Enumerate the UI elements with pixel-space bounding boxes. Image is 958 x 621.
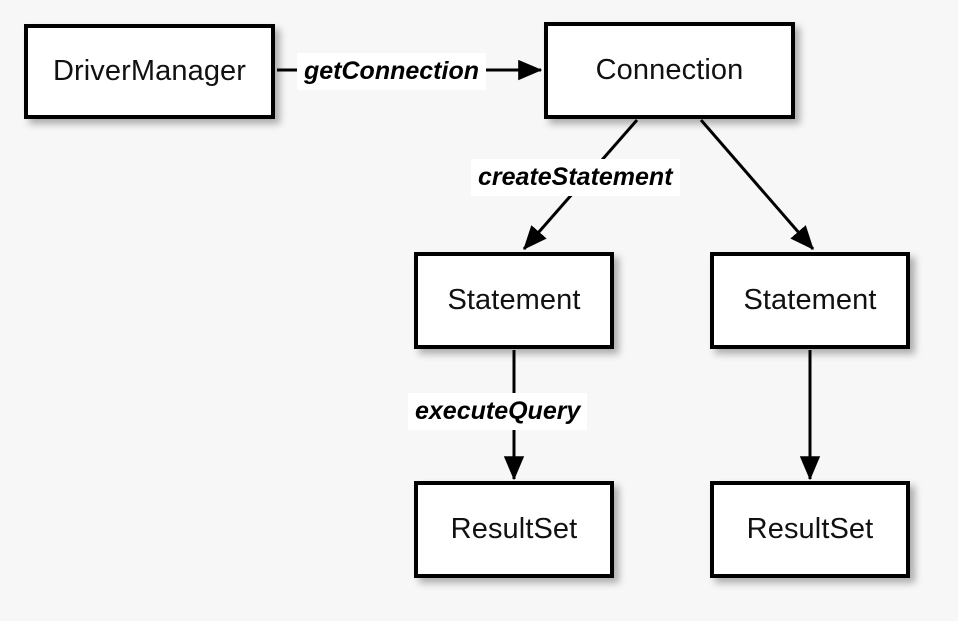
node-resultset-right[interactable]: ResultSet	[710, 481, 910, 578]
edge-label-create-statement: createStatement	[471, 159, 680, 196]
node-statement-left[interactable]: Statement	[414, 252, 614, 349]
node-resultset-left-label: ResultSet	[450, 513, 578, 545]
node-statement-right[interactable]: Statement	[710, 252, 910, 349]
edge-label-get-connection: getConnection	[297, 53, 486, 90]
edge-create-statement-2-line	[699, 119, 815, 250]
node-driver-manager-label: DriverManager	[52, 55, 247, 87]
node-driver-manager[interactable]: DriverManager	[24, 24, 275, 119]
node-resultset-left[interactable]: ResultSet	[414, 481, 614, 578]
node-connection-label: Connection	[595, 54, 744, 86]
node-resultset-right-label: ResultSet	[746, 513, 874, 545]
edge-label-execute-query: executeQuery	[408, 393, 588, 430]
node-statement-right-label: Statement	[743, 284, 877, 316]
node-statement-left-label: Statement	[447, 284, 581, 316]
node-connection[interactable]: Connection	[544, 22, 795, 119]
